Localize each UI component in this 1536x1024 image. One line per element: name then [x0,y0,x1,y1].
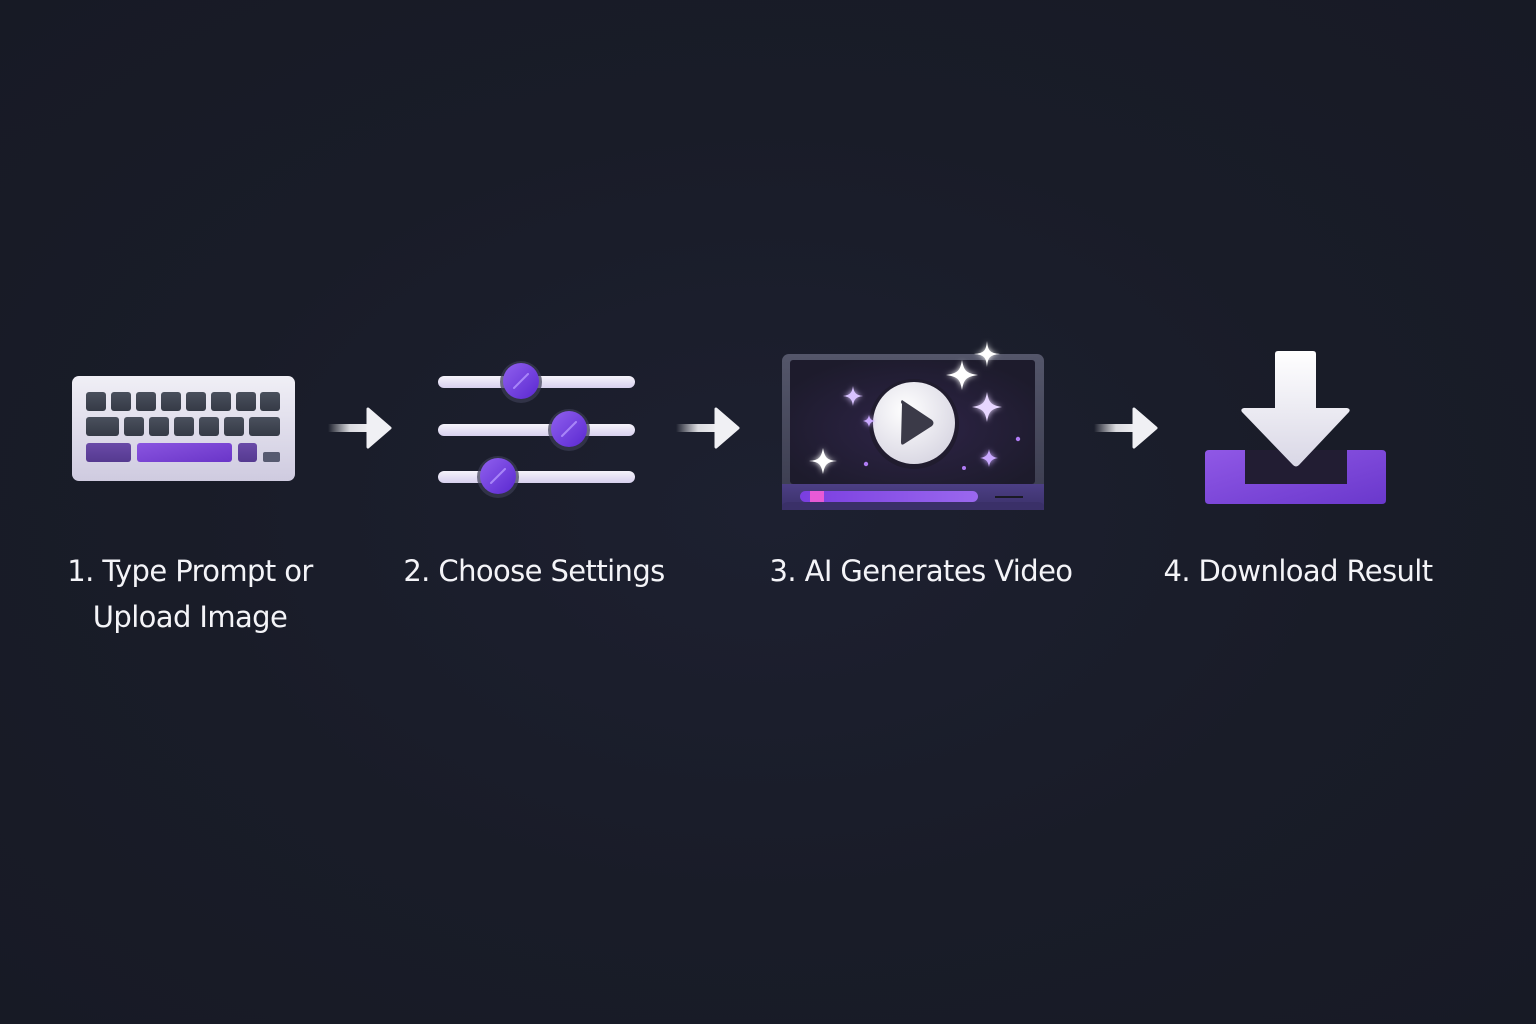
step-2-label: 2. Choose Settings [403,554,665,588]
arrow-right-icon [1092,407,1160,449]
arrow-right-icon [674,407,742,449]
step-3-label: 3. AI Generates Video [769,554,1074,588]
download-icon [1204,350,1388,506]
video-player-sparkles-icon [780,338,1050,518]
step-4-label: 4. Download Result [1163,554,1433,588]
keyboard-icon [72,376,296,482]
arrow-right-icon [326,407,394,449]
step-1-label: 1. Type Prompt or Upload Image [40,548,340,640]
step-1-label-line1: 1. Type Prompt or [67,554,313,588]
step-1-label-line2: Upload Image [92,600,288,634]
sliders-icon [436,358,638,502]
